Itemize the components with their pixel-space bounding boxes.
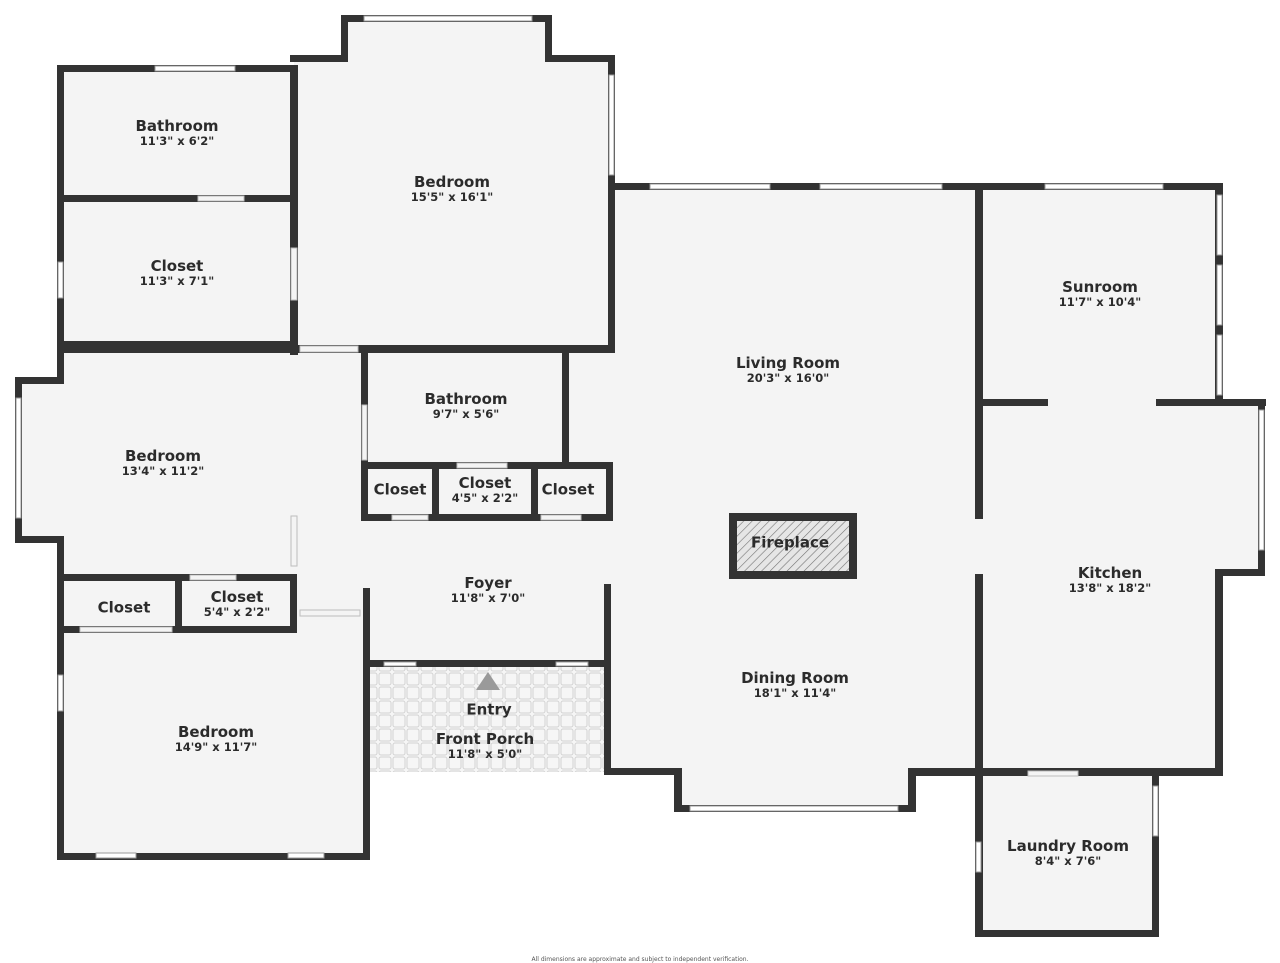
room-name: Foyer — [464, 573, 512, 592]
room-name: Bedroom — [125, 446, 201, 465]
room-label-sunroom: Sunroom 11'7" x 10'4" — [1058, 277, 1142, 310]
room-name: Closet — [373, 480, 427, 499]
room-dimensions: 11'3" x 7'1" — [139, 274, 215, 289]
room-dimensions: 8'4" x 7'6" — [1034, 854, 1102, 869]
room-name: Bedroom — [414, 172, 490, 191]
room-name: Front Porch — [435, 729, 535, 748]
room-label-fireplace: Fireplace — [750, 533, 830, 552]
room-name: Kitchen — [1077, 563, 1143, 582]
room-label-entry: Entry — [466, 700, 512, 719]
room-label-kitchen: Kitchen 13'8" x 18'2" — [1068, 563, 1152, 596]
room-name: Closet — [541, 480, 595, 499]
room-label-laundry-room: Laundry Room 8'4" x 7'6" — [1007, 836, 1129, 869]
room-name: Closet — [150, 256, 204, 275]
room-label-closet-c1: Closet — [373, 480, 427, 499]
fireplace-symbol — [729, 513, 857, 579]
room-dimensions: 15'5" x 16'1" — [410, 190, 494, 205]
floor-areas — [18, 18, 1262, 933]
room-dimensions: 11'7" x 10'4" — [1058, 295, 1142, 310]
room-name: Living Room — [735, 353, 841, 372]
room-name: Bathroom — [135, 116, 219, 135]
room-name: Entry — [466, 700, 512, 719]
room-label-closet-c3: Closet — [541, 480, 595, 499]
door-openings — [79, 195, 1079, 777]
room-label-closet-sw: Closet 5'4" x 2'2" — [203, 587, 271, 620]
room-label-bedroom-north: Bedroom 15'5" x 16'1" — [410, 172, 494, 205]
room-dimensions: 4'5" x 2'2" — [451, 491, 519, 506]
room-name: Bedroom — [178, 722, 254, 741]
room-dimensions: 11'8" x 5'0" — [447, 747, 523, 762]
room-label-front-porch: Front Porch 11'8" x 5'0" — [435, 729, 535, 762]
room-label-bedroom-sw: Bedroom 14'9" x 11'7" — [174, 722, 258, 755]
room-name: Sunroom — [1062, 277, 1138, 296]
room-label-living-room: Living Room 20'3" x 16'0" — [735, 353, 841, 386]
room-dimensions: 18'1" x 11'4" — [753, 686, 837, 701]
room-label-closet-sw-small: Closet — [97, 598, 151, 617]
room-dimensions: 14'9" x 11'7" — [174, 740, 258, 755]
room-name: Fireplace — [750, 533, 830, 552]
room-dimensions: 13'4" x 11'2" — [121, 464, 205, 479]
room-name: Dining Room — [741, 668, 849, 687]
room-dimensions: 5'4" x 2'2" — [203, 605, 271, 620]
room-label-foyer: Foyer 11'8" x 7'0" — [450, 573, 526, 606]
room-label-bathroom-nw: Bathroom 11'3" x 6'2" — [135, 116, 219, 149]
room-name: Bathroom — [424, 389, 508, 408]
room-name: Closet — [458, 473, 512, 492]
room-label-dining-room: Dining Room 18'1" x 11'4" — [741, 668, 849, 701]
room-dimensions: 11'8" x 7'0" — [450, 591, 526, 606]
room-dimensions: 20'3" x 16'0" — [746, 371, 830, 386]
room-dimensions: 13'8" x 18'2" — [1068, 581, 1152, 596]
room-dimensions: 11'3" x 6'2" — [139, 134, 215, 149]
room-name: Closet — [97, 598, 151, 617]
room-label-closet-c2: Closet 4'5" x 2'2" — [451, 473, 519, 506]
room-name: Closet — [210, 587, 264, 606]
room-label-closet-nw: Closet 11'3" x 7'1" — [139, 256, 215, 289]
room-label-bathroom-center: Bathroom 9'7" x 5'6" — [424, 389, 508, 422]
windows — [15, 15, 1265, 873]
entry-arrow-icon — [476, 672, 500, 690]
room-label-bedroom-west: Bedroom 13'4" x 11'2" — [121, 446, 205, 479]
room-dimensions: 9'7" x 5'6" — [432, 407, 500, 422]
room-name: Laundry Room — [1007, 836, 1129, 855]
